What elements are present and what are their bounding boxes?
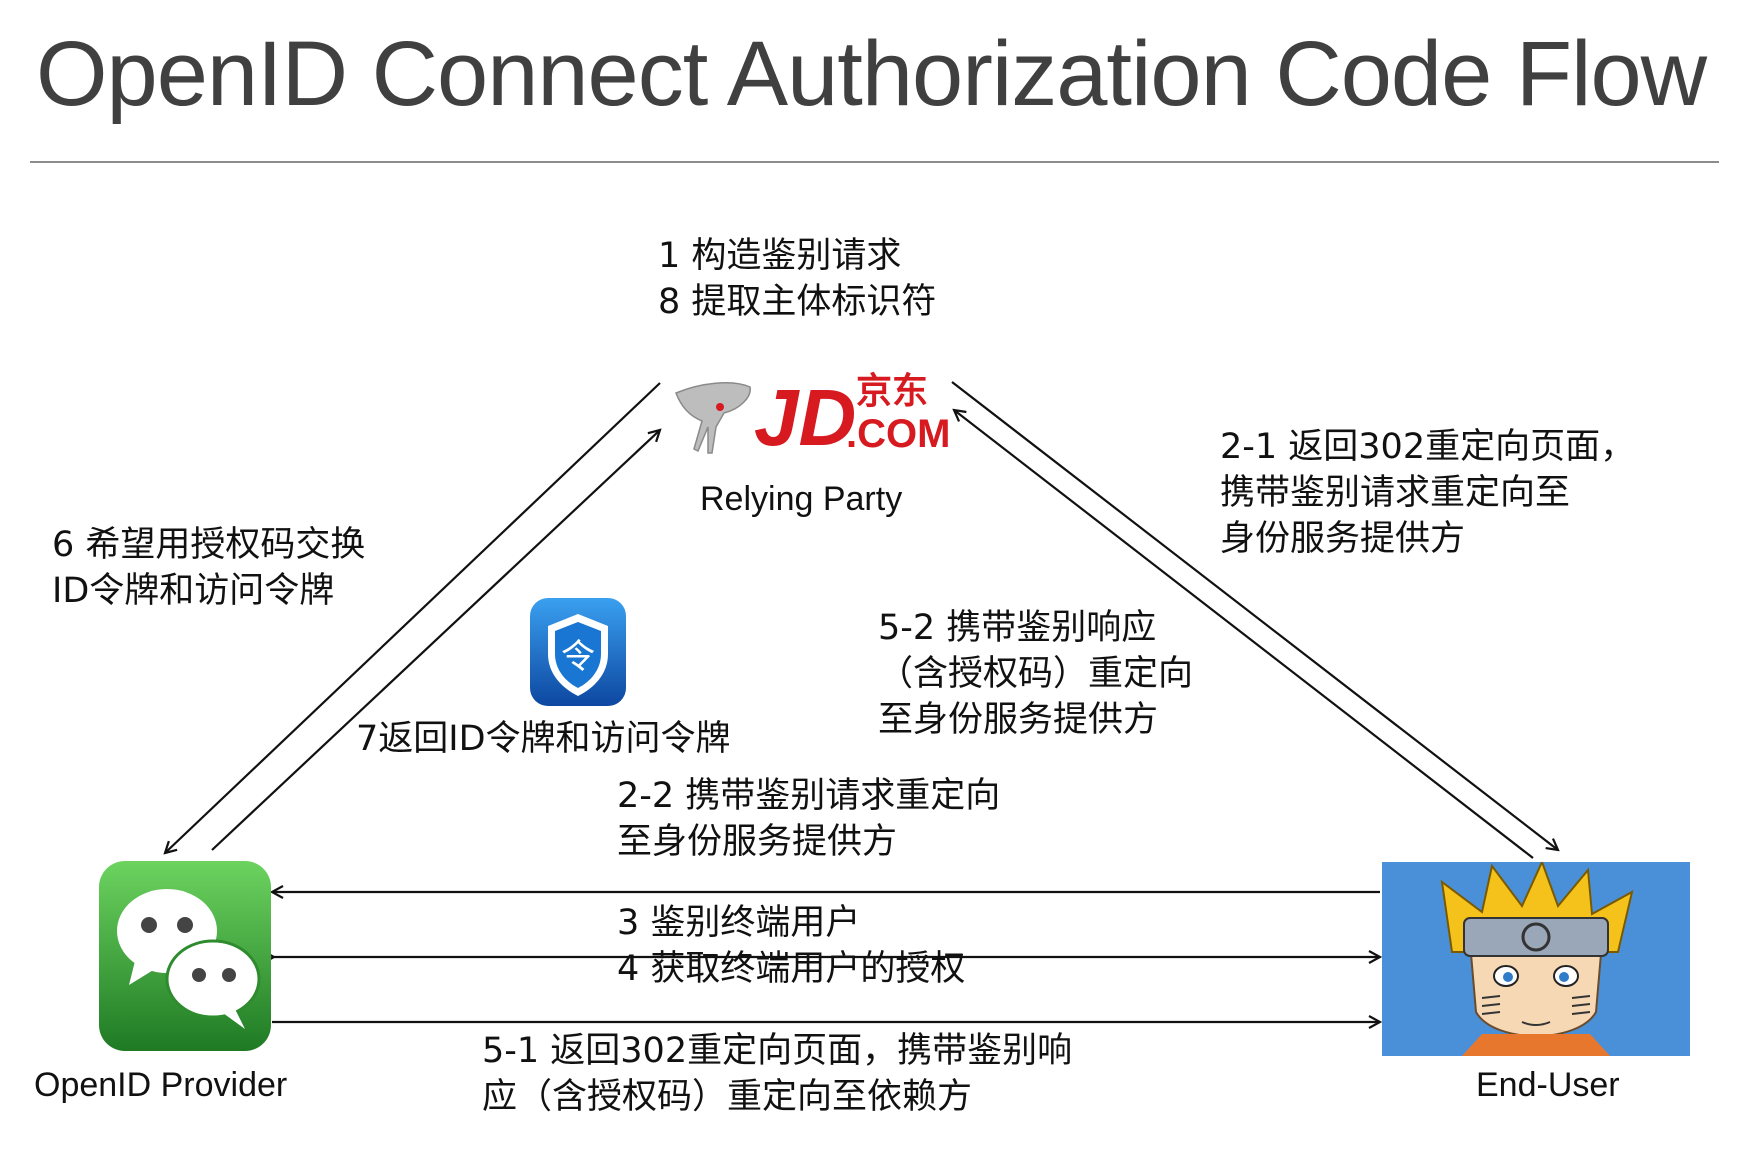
title-divider — [30, 161, 1719, 163]
jd-logo-com: .COM — [846, 412, 950, 456]
wechat-icon — [99, 861, 271, 1051]
svg-text:令: 令 — [561, 637, 595, 677]
step-6-label: 6 希望用授权码交换 ID令牌和访问令牌 — [52, 525, 366, 611]
step-2-1-label: 2-1 返回302重定向页面， 携带鉴别请求重定向至 身份服务提供方 — [1220, 427, 1636, 559]
jd-logo: JD 京东 .COM — [670, 365, 950, 465]
arrow-rp-to-op — [165, 382, 661, 853]
arrow-user-to-rp — [954, 410, 1534, 859]
step-3-label: 3 鉴别终端用户 4 获取终端用户的授权 — [617, 900, 965, 992]
step-5-2-label: 5-2 携带鉴别响应 （含授权码）重定向 至身份服务提供方 — [878, 608, 1194, 740]
step-2-2-label: 2-2 携带鉴别请求重定向 至身份服务提供方 — [617, 776, 1001, 862]
relying-party-label: Relying Party — [700, 480, 903, 518]
end-user-label: End-User — [1476, 1066, 1620, 1104]
openid-provider-label: OpenID Provider — [34, 1066, 288, 1104]
jd-logo-text: JD — [754, 373, 856, 462]
step-1-label: 1 构造鉴别请求 8 提取主体标识符 — [658, 233, 936, 325]
step-7-label: 7返回ID令牌和访问令牌 — [356, 719, 731, 759]
page-title: OpenID Connect Authorization Code Flow — [36, 23, 1707, 125]
arrow-rp-to-user — [951, 381, 1558, 850]
token-shield-icon: 令 — [530, 598, 626, 706]
arrow-op-to-rp — [211, 430, 660, 851]
jd-logo-cn: 京东 — [856, 370, 928, 412]
jd-dog-icon — [675, 382, 751, 454]
step-4-label: 4 获取终端用户的授权 — [617, 949, 966, 989]
end-user-avatar — [1382, 859, 1690, 1056]
step-8-label: 8 提取主体标识符 — [658, 282, 937, 322]
step-5-1-label: 5-1 返回302重定向页面，携带鉴别响 应（含授权码）重定向至依赖方 — [482, 1031, 1073, 1117]
